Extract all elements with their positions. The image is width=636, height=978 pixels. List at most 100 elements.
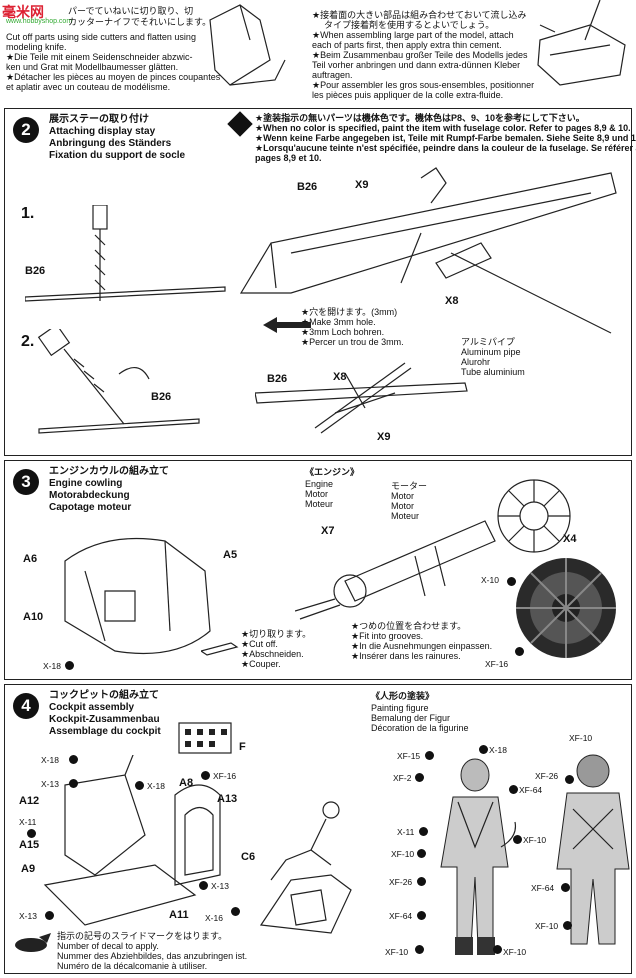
figure-front-illustration (440, 758, 517, 955)
label-c6: C6 (241, 851, 256, 863)
top-right-line-6: auftragen. (312, 70, 353, 80)
engine-title-jp: 《エンジン》 (305, 467, 360, 477)
hole-note-1: ★Make 3mm hole. (301, 317, 376, 327)
label-xf26-a: XF-26 (389, 877, 413, 887)
label-b26-c: B26 (297, 181, 318, 193)
label-x11-b: X-11 (397, 827, 415, 837)
figure-back-illustration (556, 754, 630, 945)
label-x8-b: X8 (333, 371, 347, 383)
label-x9-a: X9 (355, 179, 369, 191)
cowling-illustration (64, 537, 211, 655)
label-xf16-step4: XF-16 (213, 771, 237, 781)
paint-dot-xf26-b (565, 775, 574, 784)
top-left-line-7: et aplatir avec un couteau de modélisme. (6, 82, 171, 92)
step-3-title-fr: Capotage moteur (49, 502, 132, 513)
top-left-illustration (209, 4, 286, 86)
label-x10: X-10 (481, 575, 499, 585)
engine-title-de: Motor (305, 489, 329, 499)
label-x4: X4 (563, 533, 577, 545)
top-right-line-8: les pièces puis appliquer de la colle ex… (312, 90, 504, 100)
decal-dot-x11 (27, 829, 36, 838)
top-right-line-2: ★When assembling large part of the model… (312, 30, 514, 40)
label-a10: A10 (23, 611, 44, 623)
top-left-line-3: modeling knife. (6, 42, 67, 52)
step-2-title-fr: Fixation du support de socle (49, 150, 186, 161)
paint-dot-xf64-c (561, 883, 570, 892)
pipe-note-1: Aluminum pipe (461, 347, 521, 357)
decal-dot-x11-b (419, 827, 428, 836)
top-left-line-1: カッターナイフでそれいにします。 (68, 17, 212, 27)
label-xf26-b: XF-26 (535, 771, 559, 781)
step-3-number: 3 (13, 469, 39, 495)
label-a13: A13 (217, 793, 238, 805)
paint-icon (227, 111, 253, 137)
substep-2-label: 2. (21, 333, 35, 350)
paint-note-0: ★塗装指示の無いパーツは機体色です。機体色はP8、9、10を参考にして下さい。 (255, 113, 585, 123)
label-a12: A12 (19, 795, 40, 807)
fuselage-illustration (239, 167, 617, 334)
top-right-line-0: ★接着面の大きい部品は組み合わせておいて流し込み (312, 10, 527, 20)
label-a8: A8 (179, 777, 194, 789)
decal-dot-x18-c (479, 745, 488, 754)
label-x16: X-16 (205, 913, 223, 923)
paint-dot-xf10-b (417, 849, 426, 858)
paint-dot-xf10-d (493, 945, 502, 954)
step-2-title-de: Anbringung des Ständers (49, 138, 172, 149)
decal-note-3: Numéro de la décalcomanie à utiliser. (57, 961, 208, 971)
groove-note-3: ★Insérer dans les rainures. (351, 651, 461, 661)
top-right-line-5: Teil vorher anbringen und dann extra-dün… (312, 60, 521, 70)
label-xf64-a: XF-64 (519, 785, 543, 795)
decal-dot-x16 (231, 907, 240, 916)
label-a11: A11 (169, 909, 189, 921)
paint-dot-xf16 (201, 771, 210, 780)
decal-dot-x18-a (69, 755, 78, 764)
step-2-panel: 2 展示ステーの取り付け Attaching display stay Anbr… (4, 108, 636, 456)
label-xf16: XF-16 (485, 659, 509, 669)
paint-dot-xf26-a (417, 877, 426, 886)
painting-title-en: Painting figure (371, 703, 429, 713)
drill-illustration-2 (37, 329, 200, 434)
label-b26-d: B26 (267, 373, 288, 385)
top-right-line-4: ★Beim Zusammenbau großer Teile des Model… (312, 50, 528, 60)
label-f: F (239, 741, 246, 753)
top-right-line-1: タイプ接着剤を使用するとよいでしょう。 (324, 20, 495, 30)
top-right-illustration (537, 0, 626, 86)
substep-1-label: 1. (21, 205, 35, 222)
cut-note-2: ★Abschneiden. (241, 649, 304, 659)
decal-note-1: Number of decal to apply. (57, 941, 159, 951)
decal-dot-x13-b (199, 881, 208, 890)
paint-dot-xf10-a (513, 835, 522, 844)
groove-note-0: ★つめの位置を合わせます。 (351, 621, 467, 631)
motor-en: Motor (391, 491, 415, 501)
label-b26-b: B26 (151, 391, 172, 403)
groove-note-2: ★In die Ausnehmungen einpassen. (351, 641, 493, 651)
step-4-panel: 4 コックピットの組み立て Cockpit assembly Kockpit-Z… (4, 684, 632, 974)
paint-dot-xf2 (415, 773, 424, 782)
label-xf10-f: XF-10 (535, 921, 559, 931)
top-instructions: パーでていねいに切り取り、切 カッターナイフでそれいにします。 Cut off … (0, 0, 636, 108)
decal-note-2: Nummer des Abziehbildes, das anzubringen… (57, 951, 248, 961)
hole-note-2: ★3mm Loch bohren. (301, 327, 385, 337)
top-left-line-4: ★Die Teile mit einem Seidenschneider abz… (6, 52, 193, 62)
paint-note-2: ★Wenn keine Farbe angegeben ist, Teile m… (255, 133, 636, 143)
paint-dot-xf10-f (563, 921, 572, 930)
painting-title-jp: 《人形の塗装》 (371, 691, 435, 701)
label-x18-b: X-18 (147, 781, 165, 791)
label-x13-c: X-13 (19, 911, 37, 921)
watermark-brand: 毫米网 (2, 4, 44, 20)
step-4-title-de: Kockpit-Zusammenbau (49, 714, 160, 725)
label-xf10-e: XF-10 (569, 733, 593, 743)
pilot-seat-illustration (259, 801, 352, 934)
hole-note-3: ★Percer un trou de 3mm. (301, 337, 404, 347)
paint-dot-xf16 (515, 647, 524, 656)
engine-cylinder-illustration (516, 558, 616, 658)
cut-note-1: ★Cut off. (241, 639, 278, 649)
hole-note-0: ★穴を開けます。(3mm) (301, 307, 398, 317)
step-4-title-jp: コックピットの組み立て (49, 690, 159, 701)
label-x18-a: X-18 (41, 755, 59, 765)
pipe-note-3: Tube aluminium (461, 367, 525, 377)
label-xf64-b: XF-64 (389, 911, 413, 921)
pipe-note-0: アルミパイプ (461, 337, 515, 347)
cockpit-illustration (43, 755, 221, 926)
cut-tool-illustration (201, 642, 239, 656)
